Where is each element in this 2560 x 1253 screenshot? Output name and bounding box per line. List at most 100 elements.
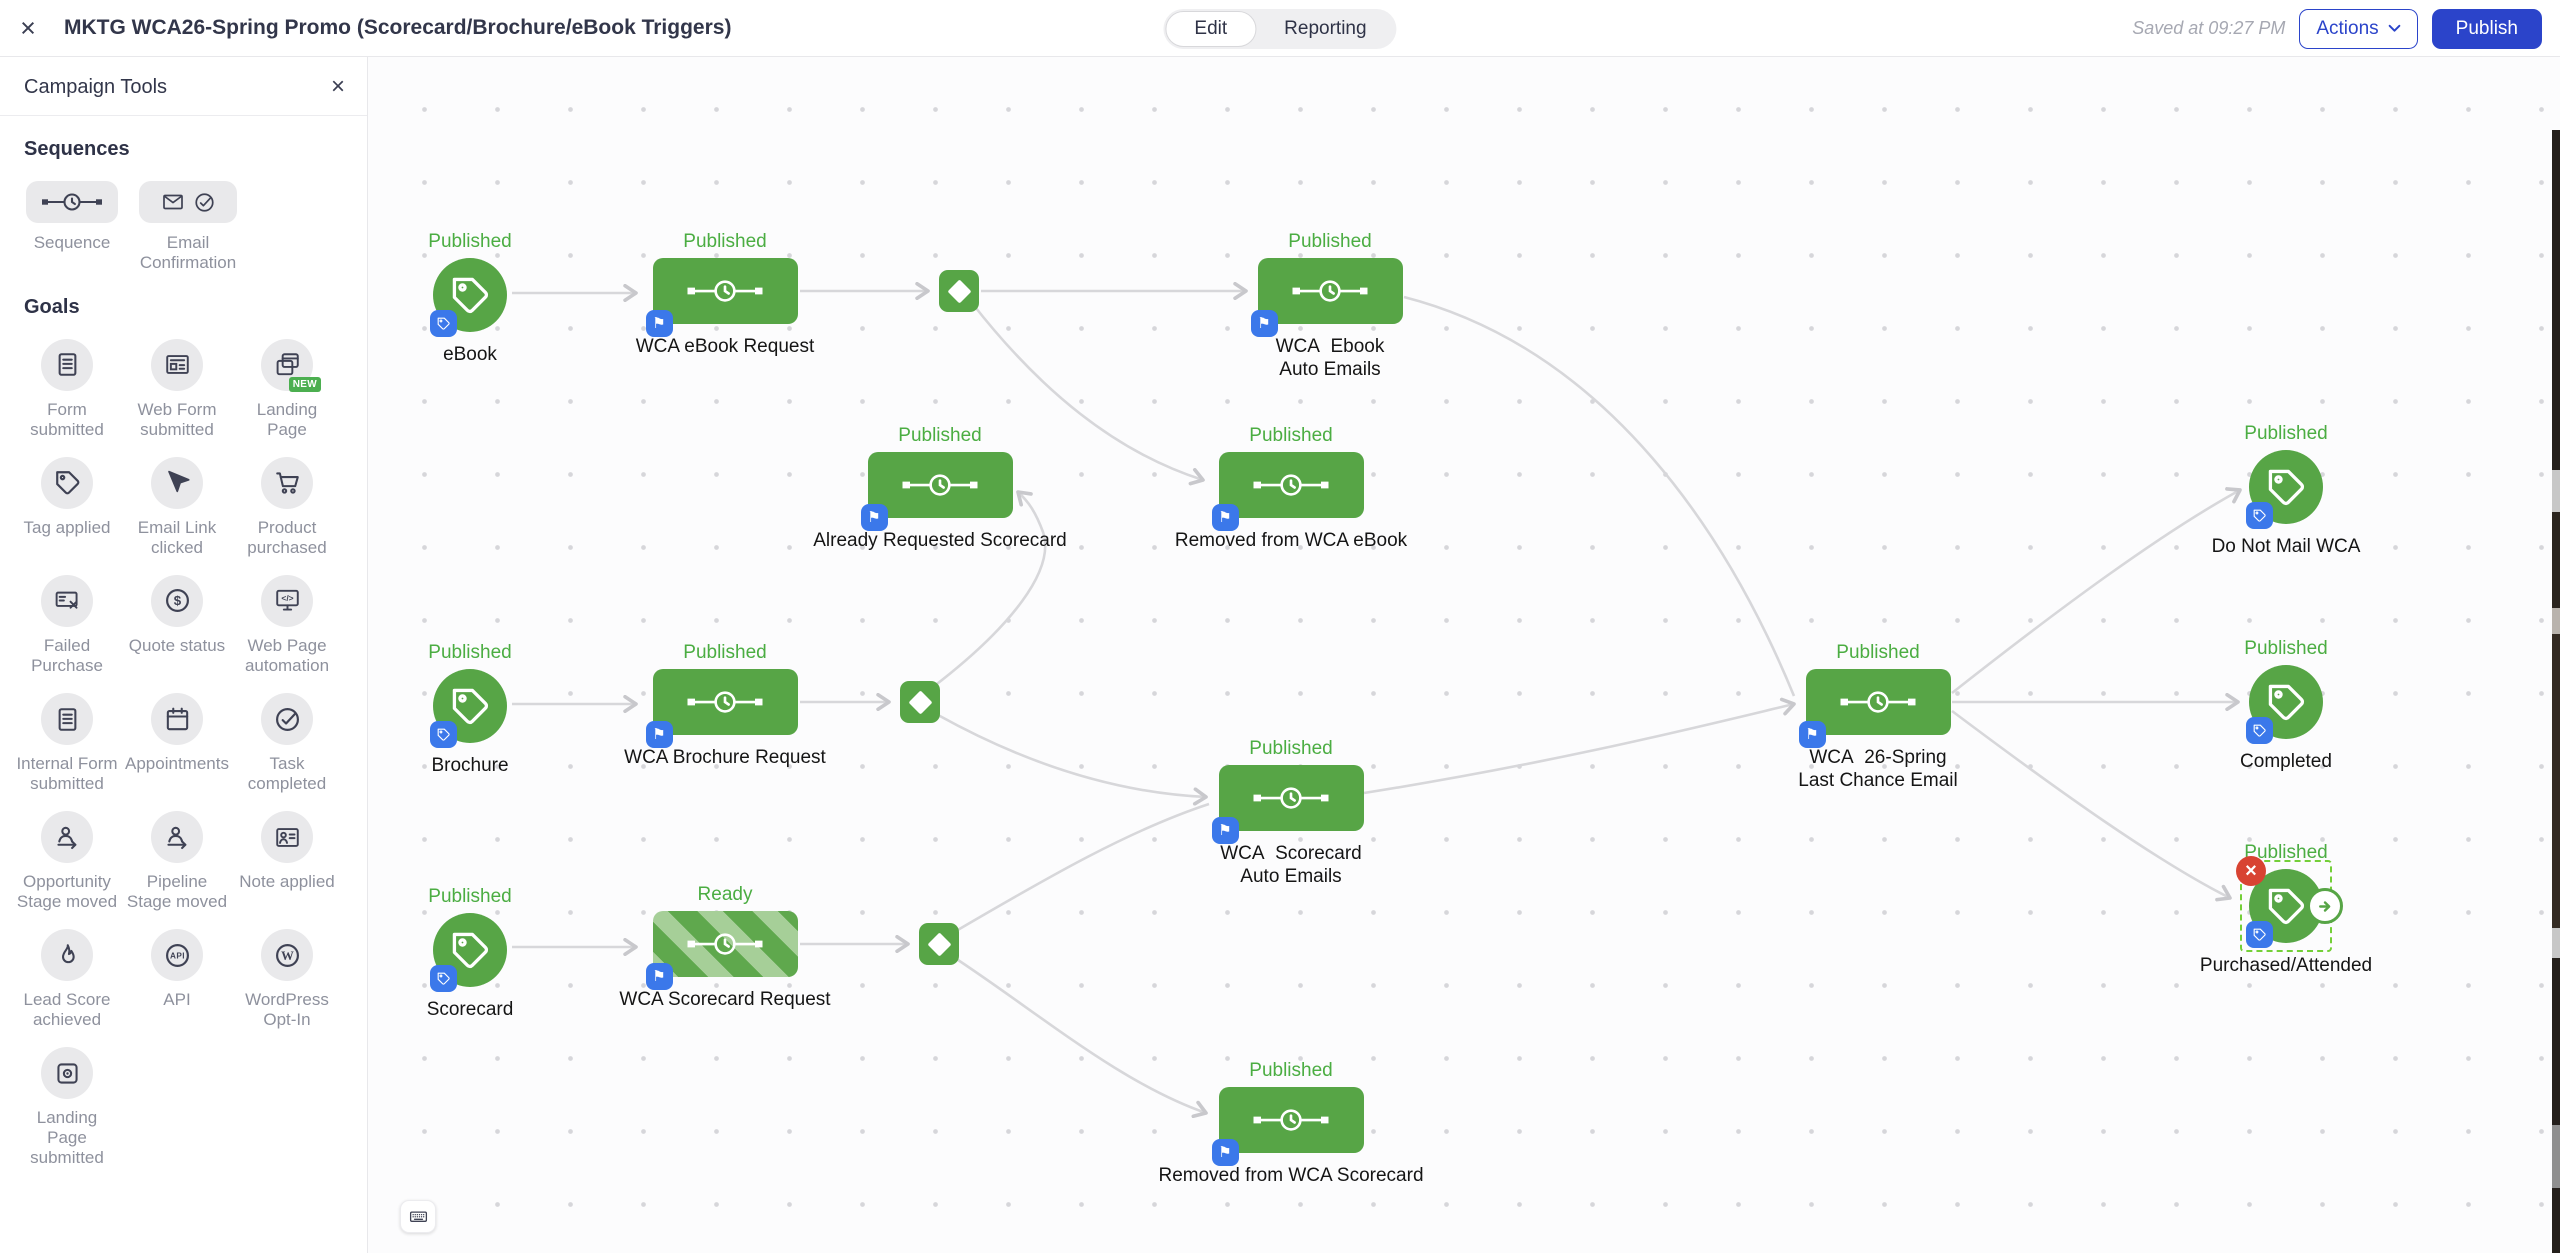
keyboard-icon	[408, 1206, 429, 1227]
tab-edit[interactable]: Edit	[1165, 11, 1257, 47]
close-campaign-button[interactable]: ×	[0, 0, 56, 56]
icon-webform	[163, 350, 192, 379]
keyboard-shortcuts-button[interactable]	[400, 1200, 436, 1233]
goal-label: Lead Score achieved	[23, 990, 111, 1030]
tool-email-confirmation[interactable]: Email Confirmation	[139, 181, 237, 274]
edit-reporting-toggle: Edit Reporting	[1163, 9, 1397, 49]
node-shape[interactable]	[430, 258, 507, 337]
goal-icon-circle	[41, 1047, 93, 1100]
node-shape[interactable]: ⚑	[1211, 765, 1364, 844]
node-shape[interactable]	[430, 913, 507, 992]
goal-label: Web Page automation	[244, 635, 330, 676]
node-shape[interactable]: ⚑	[645, 258, 798, 337]
node-shape[interactable]: ⚑	[1211, 1087, 1364, 1166]
goal-tool-web-form-submitted[interactable]: Web Form submitted	[122, 338, 232, 440]
goal-tool-lead-score-achieved[interactable]: Lead Score achieved	[12, 929, 122, 1030]
icon-person-arrow	[163, 823, 192, 852]
goal-tool-product-purchased[interactable]: Product purchased	[232, 456, 342, 558]
goal-label: Task completed	[247, 754, 327, 794]
goal-icon-circle	[261, 811, 313, 864]
node-shape[interactable]: ×	[2236, 856, 2343, 952]
goal-icon-circle	[41, 811, 93, 864]
goal-tool-quote-status[interactable]: Quote status	[122, 574, 232, 676]
close-panel-button[interactable]: ×	[330, 73, 345, 100]
goal-tool-email-link-clicked[interactable]: Email Link clicked	[122, 456, 232, 558]
icon-form	[53, 705, 82, 734]
node-shape[interactable]	[430, 669, 507, 748]
node-shape[interactable]: ⚑	[645, 669, 798, 748]
icon-note	[273, 823, 302, 852]
diamond-icon	[926, 931, 952, 957]
node-shape[interactable]	[2246, 665, 2323, 744]
goal-label: Landing Page submitted	[30, 1108, 104, 1168]
goal-tool-wordpress-opt-in[interactable]: WordPress Opt-In	[232, 929, 342, 1030]
goal-tool-failed-purchase[interactable]: Failed Purchase	[12, 574, 122, 676]
icon-landing	[273, 350, 302, 379]
goal-tool-api[interactable]: API	[122, 929, 232, 1030]
node-shape[interactable]	[939, 270, 979, 312]
tool-label: Email Confirmation	[139, 233, 237, 273]
sequence-icon	[1827, 687, 1929, 717]
tag-icon	[436, 971, 451, 986]
publish-button[interactable]: Publish	[2431, 8, 2542, 49]
goal-tool-tag-applied[interactable]: Tag applied	[12, 456, 122, 558]
goal-icon-circle	[41, 574, 93, 627]
goal-label: Failed Purchase	[31, 635, 103, 676]
goal-tool-task-completed[interactable]: Task completed	[232, 693, 342, 794]
connect-handle[interactable]	[2307, 888, 2343, 924]
node-shape[interactable]: ⚑	[1798, 669, 1951, 748]
tag-icon	[448, 928, 492, 972]
flag-icon: ⚑	[1218, 822, 1232, 839]
icon-quote	[163, 586, 192, 615]
flag-badge: ⚑	[860, 504, 888, 531]
icon-flame	[53, 941, 82, 970]
goal-tool-web-page-automation[interactable]: Web Page automation	[232, 574, 342, 676]
flag-badge: ⚑	[645, 963, 673, 990]
goal-tool-landing-page-submitted[interactable]: Landing Page submitted	[12, 1047, 122, 1168]
goal-icon-circle	[151, 693, 203, 746]
actions-button[interactable]: Actions	[2299, 8, 2418, 49]
goal-tool-note-applied[interactable]: Note applied	[232, 811, 342, 912]
tool-sequence[interactable]: Sequence	[24, 181, 120, 274]
goal-label: Note applied	[239, 872, 335, 892]
remove-node-button[interactable]: ×	[2236, 856, 2266, 886]
check-circle-icon	[193, 191, 216, 214]
node-scorecard-decision	[789, 923, 1089, 965]
node-shape[interactable]: ⚑	[645, 911, 798, 990]
node-shape[interactable]	[919, 923, 959, 965]
panel-title: Campaign Tools	[24, 75, 168, 98]
sequence-icon	[1240, 470, 1342, 500]
goal-tool-pipeline-stage-moved[interactable]: Pipeline Stage moved	[122, 811, 232, 912]
node-shape[interactable]: ⚑	[1211, 452, 1364, 531]
goal-icon-circle	[151, 574, 203, 627]
node-shape[interactable]	[900, 681, 940, 723]
flag-icon: ⚑	[1805, 726, 1819, 743]
goal-tool-form-submitted[interactable]: Form submitted	[12, 338, 122, 440]
flag-icon: ⚑	[652, 726, 666, 743]
background-window-edge	[2552, 130, 2560, 1253]
node-shape[interactable]: ⚑	[1250, 258, 1403, 337]
flag-icon: ⚑	[1218, 1144, 1232, 1161]
node-shape[interactable]: ⚑	[860, 452, 1013, 531]
saved-status: Saved at 09:27 PM	[2132, 18, 2286, 38]
flag-badge: ⚑	[1798, 721, 1826, 748]
goal-label: Appointments	[125, 754, 229, 774]
flag-icon: ⚑	[1218, 509, 1232, 526]
campaign-canvas[interactable]	[368, 57, 2560, 1253]
goal-label: Tag applied	[23, 517, 111, 537]
flag-icon: ⚑	[1257, 315, 1271, 332]
goal-tool-internal-form-submitted[interactable]: Internal Form submitted	[12, 693, 122, 794]
goals-section-title: Goals	[24, 295, 80, 318]
sequence-icon	[674, 276, 776, 306]
chevron-down-icon	[2388, 24, 2401, 33]
node-shape[interactable]	[2246, 450, 2323, 529]
goal-tool-opportunity-stage-moved[interactable]: Opportunity Stage moved	[12, 811, 122, 912]
goal-tool-appointments[interactable]: Appointments	[122, 693, 232, 794]
arrow-right-icon	[2316, 897, 2335, 916]
icon-checkc	[273, 705, 302, 734]
top-bar: × MKTG WCA26-Spring Promo (Scorecard/Bro…	[0, 0, 2560, 57]
goal-icon-circle	[41, 693, 93, 746]
goal-label: API	[163, 990, 191, 1010]
tab-reporting[interactable]: Reporting	[1256, 11, 1394, 47]
